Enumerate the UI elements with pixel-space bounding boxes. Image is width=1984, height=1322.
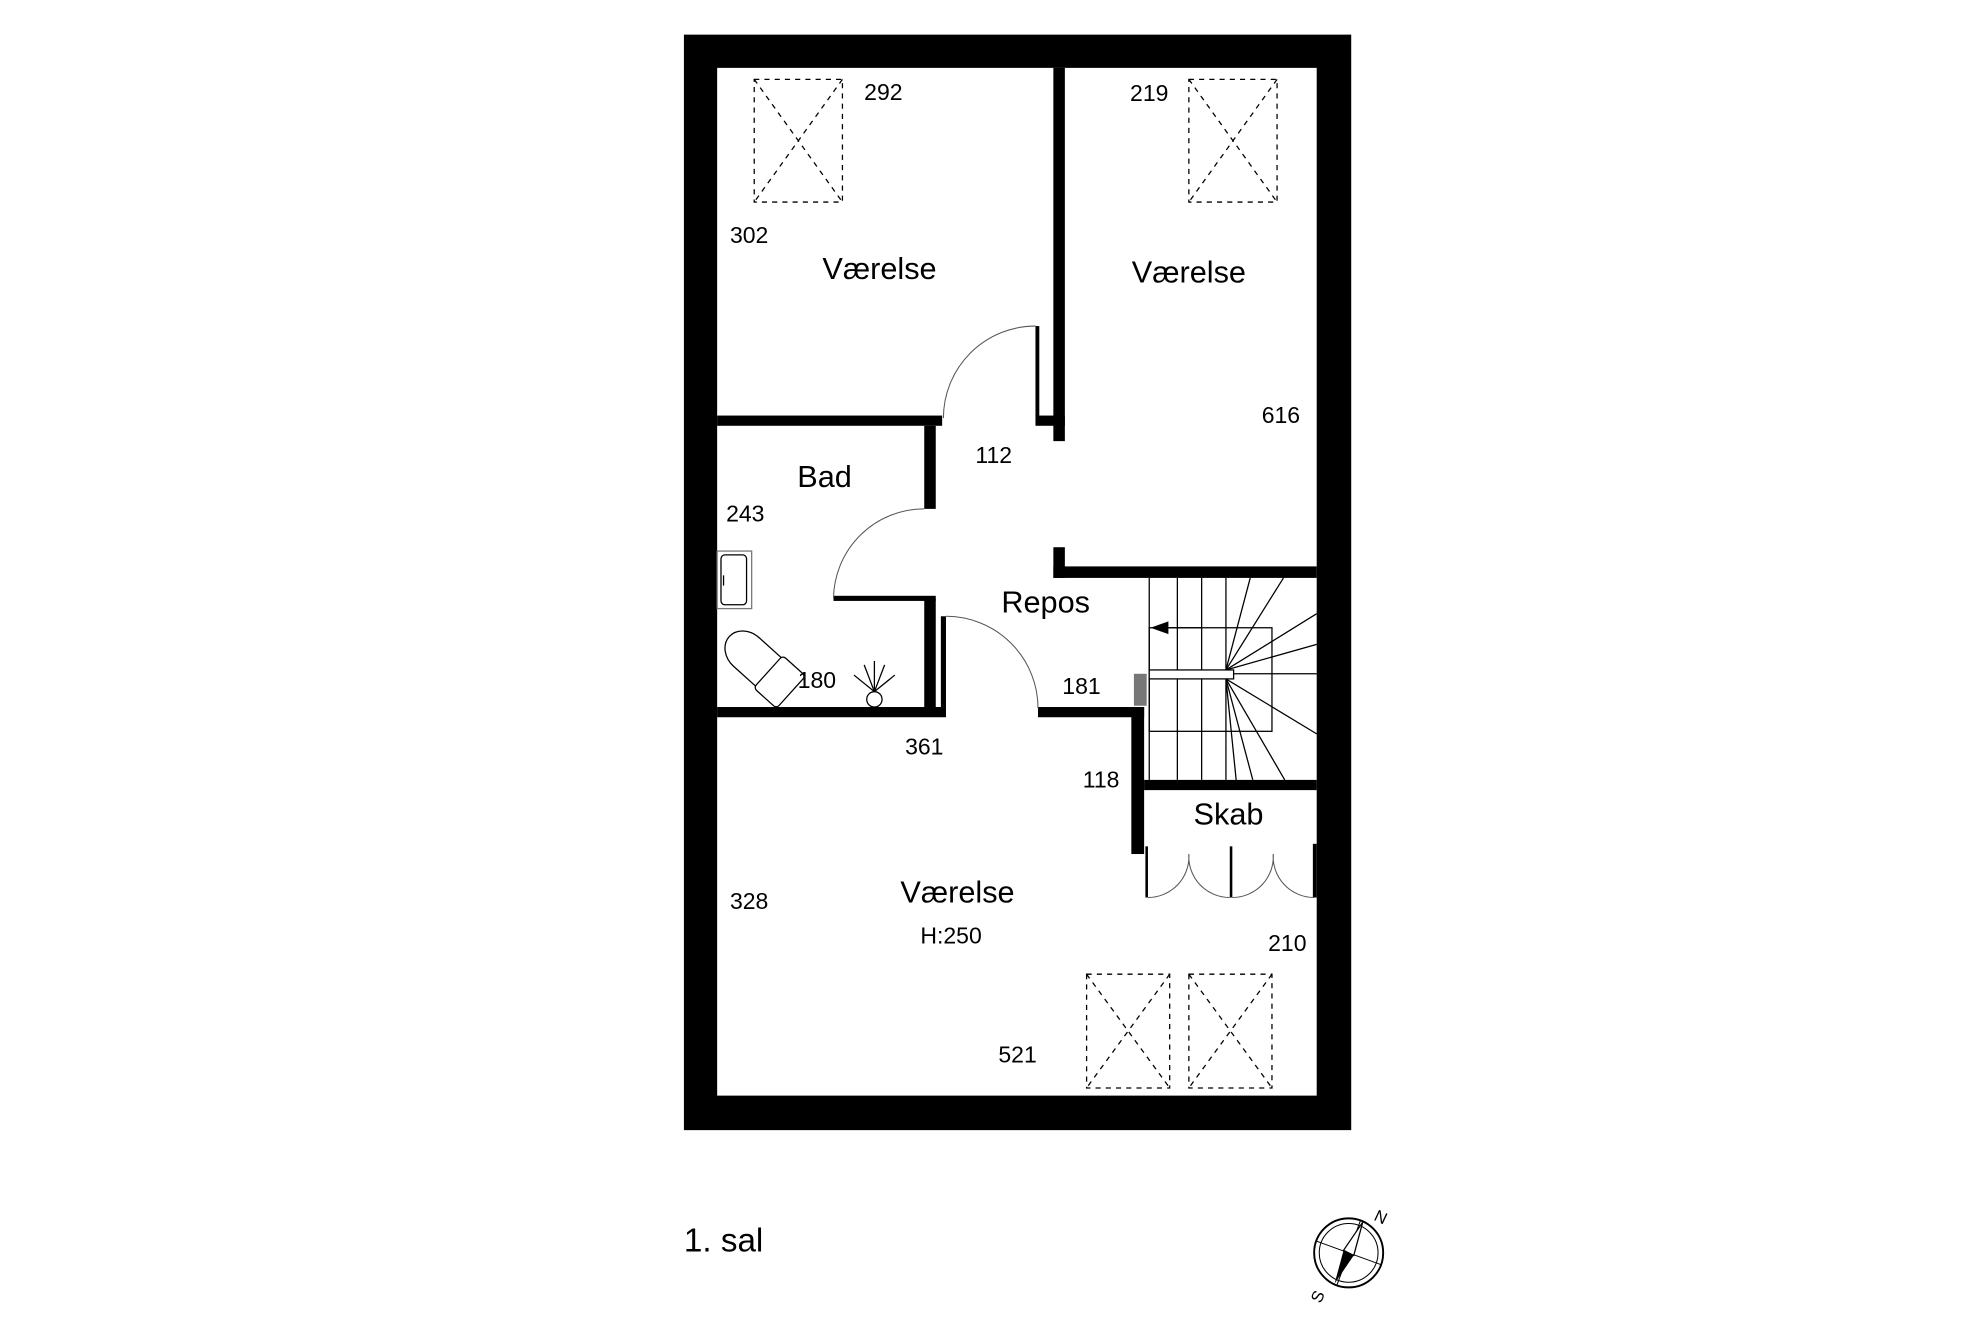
stair-post [1133,673,1147,706]
dimension-label: 180 [798,667,836,693]
floor-label: 1. sal [684,1223,763,1260]
room-height-label: H:250 [920,923,981,949]
dimension-label: 112 [975,442,1012,468]
compass-icon: N S [1307,1206,1390,1306]
dimension-label: 302 [730,222,768,248]
sink-icon [716,550,753,610]
skylight-icon [1085,973,1171,1089]
dimension-label: 328 [730,888,768,914]
staircase [1148,577,1318,781]
compass-north-label: N [1371,1206,1390,1228]
toilet-icon [724,630,805,708]
room-label-vaerelse-top-left: Værelse [822,251,936,286]
room-label-bad: Bad [797,459,852,494]
room-label-repos: Repos [1001,584,1090,619]
door-swing-top-left [942,325,1036,419]
dimension-label: 219 [1130,80,1168,106]
shower-icon [853,661,896,708]
skylight-icon [753,78,844,203]
door-swing-bottom [945,615,1039,709]
stair-arrow-icon [1150,621,1169,635]
dimension-label: 616 [1262,402,1300,428]
closet-doors [1145,846,1315,899]
door-swing-bad [832,508,925,599]
skylight-icon [1188,973,1273,1089]
dimension-label: 521 [998,1041,1036,1067]
skylight-icon [1188,78,1278,203]
compass-south-label: S [1307,1288,1329,1306]
dimension-label: 210 [1268,930,1306,956]
dimension-label: 361 [905,733,943,759]
room-label-vaerelse-top-right: Værelse [1132,255,1246,290]
dimension-label: 118 [1083,767,1120,793]
interior-walls [717,67,1317,898]
skylights [753,78,1278,1089]
room-label-skab: Skab [1194,797,1264,832]
dimension-label: 292 [864,79,902,105]
room-label-vaerelse-bottom: Værelse [900,875,1014,910]
dimension-label: 243 [726,501,764,527]
dimension-label: 181 [1062,673,1100,699]
outer-walls [683,34,1352,1131]
